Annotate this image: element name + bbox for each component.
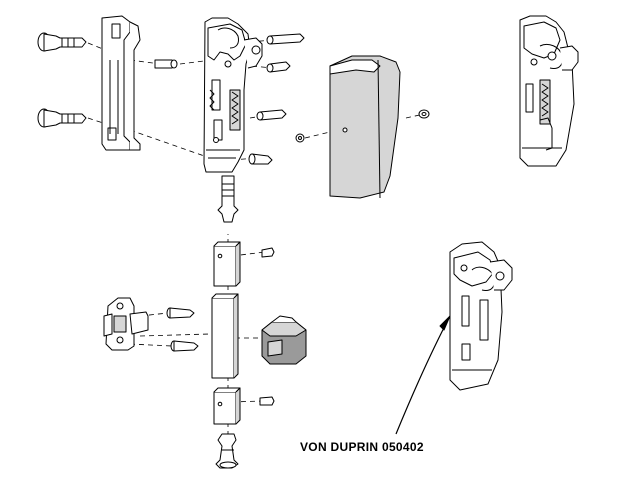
rod-coupling-top	[213, 241, 241, 287]
latch-mechanism	[203, 17, 263, 173]
rod-coupling-bottom	[213, 387, 241, 425]
cover-shell	[329, 55, 401, 199]
bracket-screw-top	[166, 307, 195, 319]
small-screw-1	[154, 59, 178, 69]
pin-1	[266, 33, 305, 45]
top-pin	[217, 175, 239, 223]
assembled-latch-top-right	[519, 15, 579, 167]
mounting-screw-top	[37, 32, 87, 52]
roll-pin-2	[259, 396, 275, 406]
vertical-rod	[211, 293, 239, 379]
bottom-pin	[215, 433, 239, 469]
mounting-screw-bottom	[37, 108, 87, 128]
small-screw-2	[248, 153, 273, 165]
small-nut	[295, 133, 305, 143]
roll-pin-1	[261, 247, 275, 258]
part-number-label: VON DUPRIN 050402	[300, 440, 424, 454]
pin-2	[266, 61, 291, 73]
pin-3	[256, 109, 287, 121]
bracket-screw-bottom	[170, 340, 199, 352]
callout-arrow	[395, 315, 451, 435]
cover-screw	[418, 109, 430, 119]
assembled-latch-bottom-right	[449, 241, 513, 391]
back-plate	[101, 15, 141, 151]
mounting-bracket	[103, 297, 149, 351]
guide-block	[261, 315, 307, 365]
